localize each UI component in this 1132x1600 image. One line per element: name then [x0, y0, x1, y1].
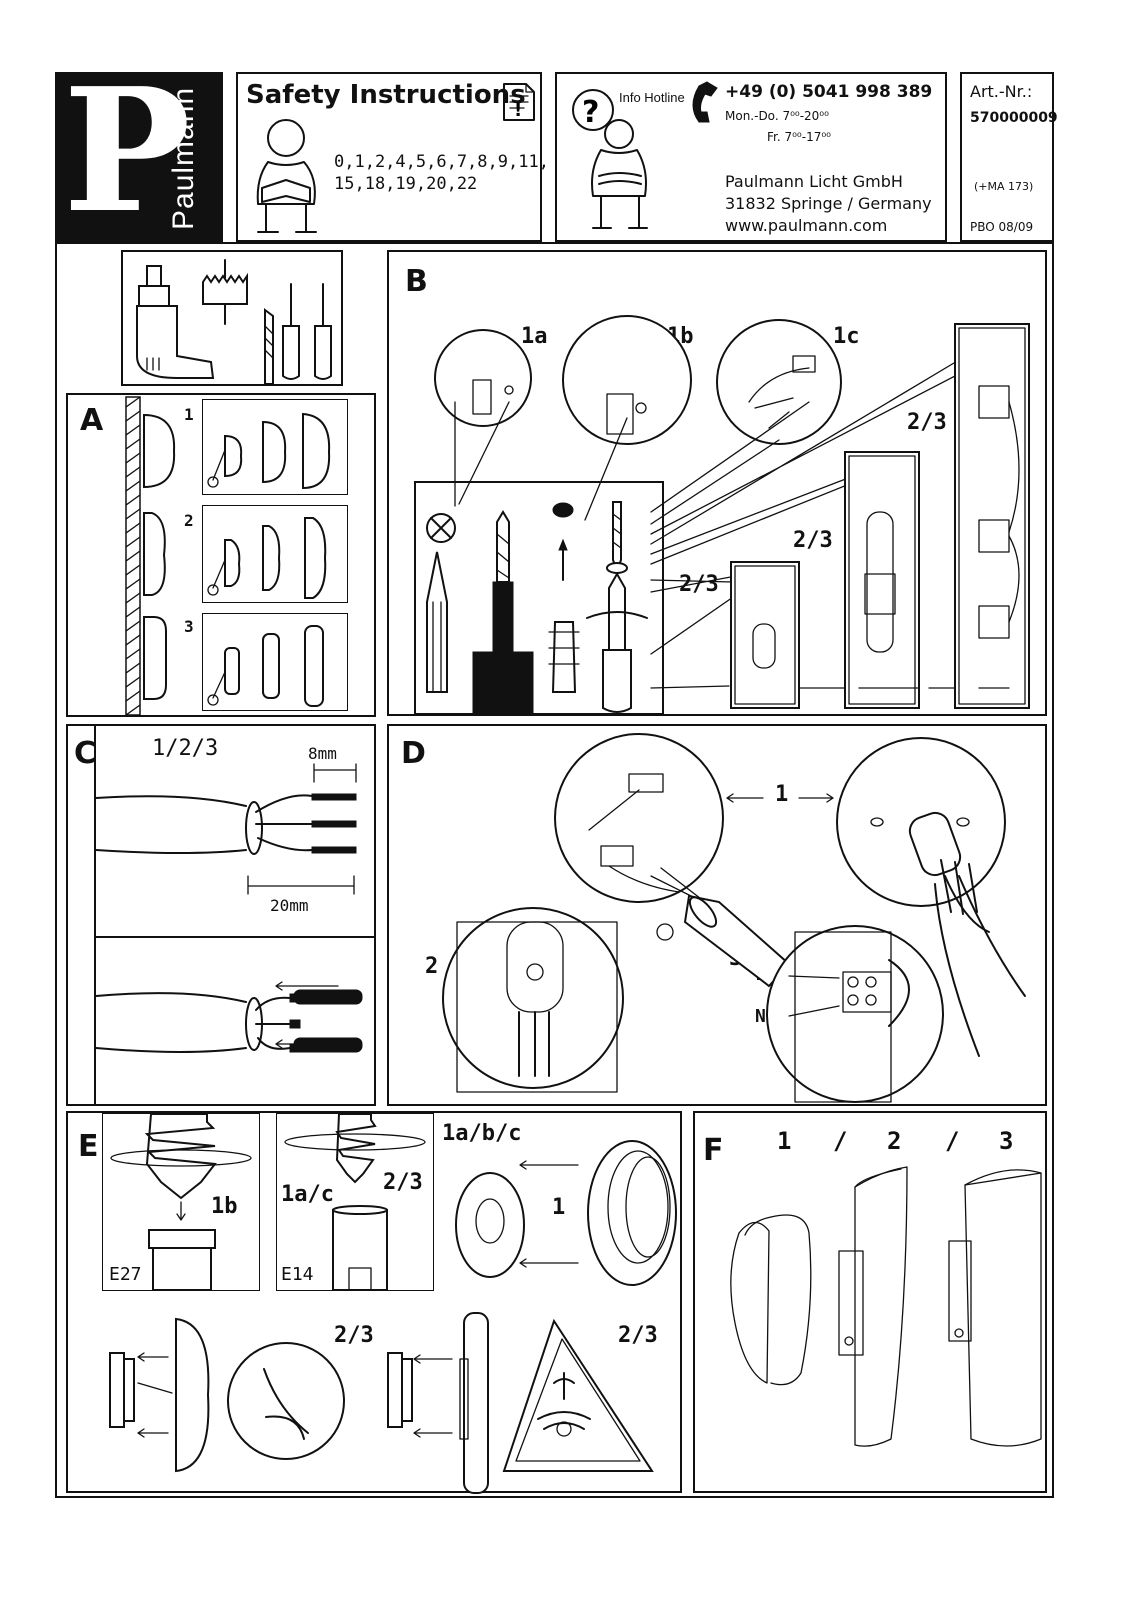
e-label-23-right: 2/3 — [618, 1323, 658, 1348]
a1-detail — [202, 399, 348, 495]
question-person-icon: ? — [572, 89, 648, 229]
e-label-23-left: 2/3 — [334, 1323, 374, 1348]
hours-weekday: Mon.-Do. 7⁰⁰-20⁰⁰ — [725, 109, 829, 123]
tools-box — [121, 250, 343, 386]
section-f-letter: F — [703, 1133, 724, 1168]
label-23-mid: 2/3 — [793, 528, 833, 553]
logo-block: P Paulmann — [55, 66, 223, 242]
e14-bulb-icon — [284, 1113, 426, 1291]
d-step-1: 1 — [775, 782, 789, 807]
f-model-3: 3 — [999, 1127, 1014, 1155]
company-address: 31832 Springe / Germany — [725, 194, 932, 213]
e-label-1ac: 1a/c — [281, 1182, 334, 1207]
label-1c: 1c — [833, 324, 860, 349]
wall-hatch — [125, 396, 141, 716]
drill-icon — [136, 265, 215, 379]
e27-bulb-icon — [110, 1113, 252, 1291]
screwdriver-icon — [282, 283, 332, 380]
d-label-n-4: N — [755, 1006, 766, 1027]
section-a-letter: A — [80, 403, 104, 438]
a2-lamps — [207, 517, 327, 599]
b-mounting-diagram — [414, 315, 1030, 715]
e27-label: E27 — [109, 1264, 142, 1285]
e-label-23-e14: 2/3 — [383, 1170, 423, 1195]
brand-name: Paulmann — [167, 86, 200, 230]
pbo-code: PBO 08/09 — [970, 220, 1034, 234]
safety-title: Safety Instructions — [246, 80, 526, 110]
step-a2: 2 — [184, 511, 194, 530]
a3-lamps — [207, 625, 324, 707]
hole-saw-icon — [202, 259, 248, 325]
c-dim-20mm: 20mm — [270, 896, 309, 915]
hotline-panel: ? Info Hotline +49 (0) 5041 998 389 Mon.… — [555, 72, 947, 242]
a3-detail — [202, 613, 348, 711]
a2-detail — [202, 505, 348, 603]
safety-numbers-2: 15,18,19,20,22 — [334, 174, 478, 194]
lamp-side-views — [143, 413, 176, 700]
label-23-small: 2/3 — [679, 572, 719, 597]
logo-letter: P — [63, 51, 191, 251]
f-sep-2: / — [945, 1127, 960, 1155]
content-frame — [55, 242, 1054, 1498]
f-model-1: 1 — [777, 1127, 792, 1155]
article-panel: Art.-Nr.: 570000009 (+MA 173) PBO 08/09 — [960, 72, 1058, 242]
e-label-1b: 1b — [211, 1194, 238, 1219]
company-name: Paulmann Licht GmbH — [725, 172, 903, 191]
a1-lamps — [207, 412, 331, 490]
e27-box: 1b E27 — [102, 1113, 260, 1291]
c-dim-8mm: 8mm — [308, 744, 337, 763]
f-lamp-models — [730, 1166, 1042, 1447]
label-23-large: 2/3 — [907, 410, 947, 435]
section-c: C 1/2/3 8mm 20mm — [66, 724, 376, 1106]
step-a1: 1 — [184, 405, 194, 424]
ma-code: (+MA 173) — [974, 180, 1034, 193]
f-model-2: 2 — [887, 1127, 902, 1155]
section-f: F 1 / 2 / 3 — [693, 1111, 1047, 1493]
e-step-1: 1 — [552, 1195, 566, 1220]
art-number: 570000009 — [970, 110, 1058, 126]
section-e: E 1b E27 1a/c 2/3 E14 1a/b/c 1 2/3 2/3 — [66, 1111, 682, 1494]
svg-text:!: ! — [514, 100, 522, 121]
phone-icon — [692, 81, 718, 123]
c-title: 1/2/3 — [152, 736, 219, 761]
e14-label: E14 — [281, 1264, 314, 1285]
section-e-letter: E — [78, 1129, 99, 1164]
f-sep-1: / — [833, 1127, 848, 1155]
e-assembly-diagram — [109, 1140, 677, 1494]
section-d-letter: D — [401, 736, 426, 771]
c-divider — [94, 726, 96, 1104]
art-label: Art.-Nr.: — [970, 82, 1033, 101]
e-label-1abc: 1a/b/c — [442, 1121, 522, 1146]
safety-panel: Safety Instructions ! 0,1,2,4,5,6,7,8,9,… — [236, 72, 549, 242]
document-icon: ! — [503, 83, 535, 121]
hours-friday: Fr. 7⁰⁰-17⁰⁰ — [767, 130, 831, 144]
section-b-letter: B — [405, 264, 428, 299]
phone-number[interactable]: +49 (0) 5041 998 389 — [725, 82, 933, 102]
e14-box: 1a/c 2/3 E14 — [276, 1113, 434, 1291]
drill-bit-icon — [264, 308, 274, 385]
reading-person-icon — [256, 119, 317, 233]
c-cable-strip — [95, 763, 363, 1053]
section-d: D 1 2 3 L N N L N L L N — [387, 724, 1047, 1106]
safety-numbers-1: 0,1,2,4,5,6,7,8,9,11, — [334, 152, 549, 172]
section-b: B 1a 1b 1c 2/3 2/3 2/3 — [387, 250, 1047, 716]
section-c-letter: C — [74, 736, 97, 771]
company-website[interactable]: www.paulmann.com — [725, 216, 888, 235]
d-step-2: 2 — [425, 954, 439, 979]
c-mid-divider — [94, 936, 374, 938]
step-a3: 3 — [184, 617, 194, 636]
label-1a: 1a — [521, 324, 548, 349]
d-wiring-diagram — [442, 733, 1026, 1103]
section-a: A 1 2 3 — [66, 393, 376, 717]
hotline-label: Info Hotline — [619, 90, 685, 105]
svg-text:?: ? — [582, 95, 599, 130]
